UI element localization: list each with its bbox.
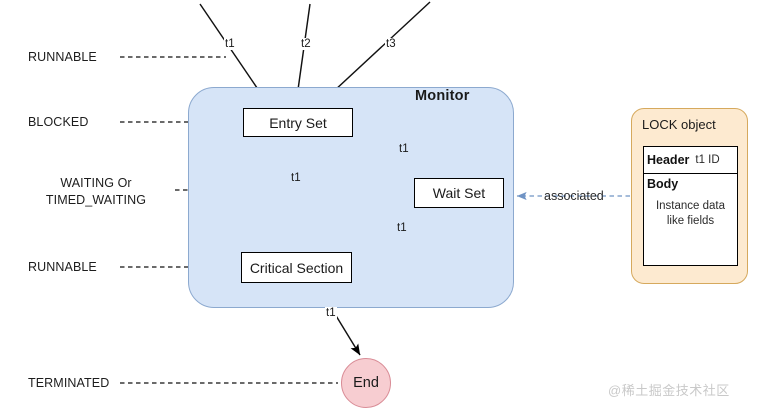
lock-object-title: LOCK object	[642, 117, 716, 132]
edge-label-wait-to-entry: t1	[398, 143, 410, 155]
lock-header-value: t1 ID	[695, 154, 720, 166]
state-label-waiting: WAITING Or TIMED_WAITING	[26, 175, 166, 209]
watermark: @稀土掘金技术社区	[608, 383, 730, 398]
node-entry-set[interactable]: Entry Set	[243, 108, 353, 137]
node-end[interactable]: End	[341, 358, 391, 408]
state-label-terminated: TERMINATED	[28, 376, 110, 390]
state-label-runnable-mid: RUNNABLE	[28, 260, 97, 274]
edge-label-entry-to-critical: t1	[290, 172, 302, 184]
lock-header-row: Header t1 ID	[644, 147, 737, 174]
state-label-waiting-line2: TIMED_WAITING	[45, 193, 147, 207]
lock-header-key: Header	[647, 153, 690, 167]
lock-body-key: Body	[647, 177, 679, 191]
node-critical-section[interactable]: Critical Section	[241, 252, 352, 283]
edge-label-critical-to-wait: t1	[396, 222, 408, 234]
edge-label-associated: associated	[544, 189, 604, 203]
state-label-blocked: BLOCKED	[28, 115, 89, 129]
lock-body-text: Instance data like fields	[655, 200, 726, 227]
state-label-runnable-top: RUNNABLE	[28, 50, 97, 64]
thread-label-t3: t3	[385, 38, 397, 50]
lock-object-table: Header t1 ID Body Instance data like fie…	[643, 146, 738, 266]
edge-label-critical-to-end: t1	[325, 307, 337, 319]
lock-body-row: Body Instance data like fields	[644, 174, 737, 265]
thread-label-t1: t1	[224, 38, 236, 50]
thread-label-t2: t2	[300, 38, 312, 50]
state-label-waiting-line1: WAITING Or	[60, 176, 132, 190]
monitor-title: Monitor	[415, 88, 470, 104]
node-wait-set[interactable]: Wait Set	[414, 178, 504, 208]
